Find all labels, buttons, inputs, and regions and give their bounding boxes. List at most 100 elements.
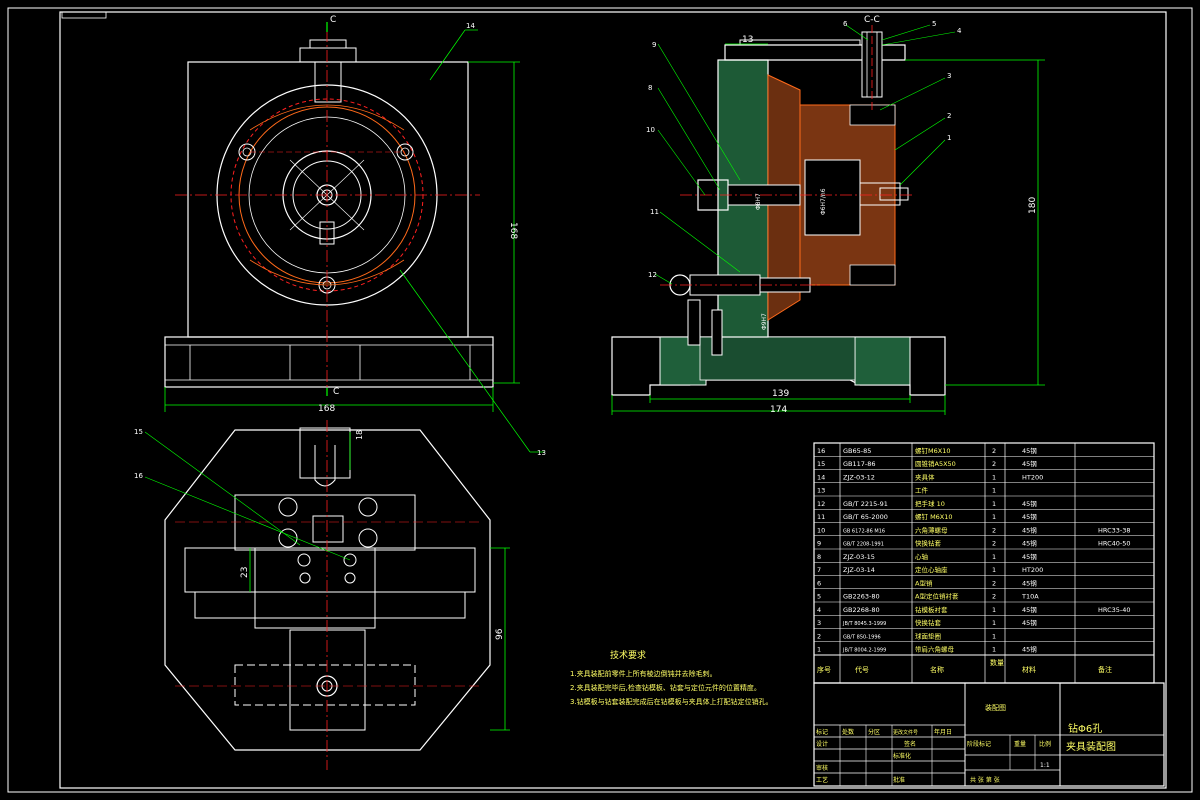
bom-cell-name: 螺钉 M6X10 (915, 512, 953, 521)
section-label: C-C (864, 15, 880, 25)
bom-cell-name: 心轴 (915, 552, 929, 561)
dim-top-small: 18 (355, 430, 364, 440)
approve-label: 批准 (893, 776, 905, 784)
bom-cell-material: 45钢 (1022, 606, 1037, 614)
sheet-label: 共 张 第 张 (970, 776, 1000, 784)
bom-cell-no: 6 (817, 579, 821, 587)
bom-cell-qty: 2 (992, 540, 996, 548)
tech-note-line-3: 3.钻模板与钻套装配完成后在钻模板与夹具体上打配钻定位销孔。 (570, 697, 773, 706)
dim-top-height: 96 (495, 628, 505, 640)
bom-cell-code: ZJZ-03-15 (843, 553, 875, 561)
dim-top-left: 23 (240, 567, 250, 578)
callout-side-4: 4 (957, 27, 962, 35)
weight-label: 重量 (1014, 740, 1026, 748)
dim-front-width: 168 (318, 404, 335, 414)
dim-side-dia-mid: Φ6H7/n6 (820, 188, 827, 215)
bom-cell-code: GB/T 2208-1991 (843, 542, 884, 548)
bom-cell-name: 钻模板衬套 (915, 605, 948, 614)
bom-header-name: 名称 (930, 665, 944, 674)
callout-side-11: 11 (650, 208, 659, 216)
bom-cell-code: GB 6172-86 M16 (843, 528, 885, 534)
bom-cell-no: 1 (817, 646, 821, 654)
bom-cell-qty: 2 (992, 526, 996, 534)
bom-cell-no: 7 (817, 566, 821, 574)
bom-cell-material: T10A (1021, 593, 1039, 601)
outer-frame (7, 7, 1193, 793)
bom-cell-material: 45钢 (1022, 513, 1037, 521)
callout-side-8: 8 (648, 84, 652, 92)
bom-cell-no: 16 (817, 447, 825, 455)
bom-cell-code: GB/T 2215-91 (843, 500, 888, 508)
dim-side-total-width: 174 (770, 405, 787, 415)
bom-cell-name: A型定位销衬套 (915, 592, 959, 601)
bom-cell-material: HT200 (1022, 473, 1043, 481)
corner-tag (61, 11, 107, 19)
bom-cell-name: 工件 (915, 486, 929, 495)
bom-cell-material: 45钢 (1022, 540, 1037, 548)
bom-cell-material: 45钢 (1022, 579, 1037, 587)
bom-cell-code: JB/T 8045.3-1999 (842, 621, 886, 627)
callout-side-2: 2 (947, 112, 951, 120)
bom-cell-qty: 2 (992, 447, 996, 455)
bom-cell-no: 10 (817, 526, 825, 534)
col-label-sign: 签名 (904, 740, 916, 748)
col-label-date: 年月日 (934, 728, 952, 736)
bom-cell-no: 12 (817, 500, 825, 508)
bom-cell-qty: 1 (992, 646, 996, 654)
bom-cell-no: 13 (817, 487, 825, 495)
bom-cell-qty: 1 (992, 619, 996, 627)
bom-cell-name: A型销 (915, 578, 933, 587)
dim-side-height: 180 (1028, 197, 1038, 214)
bom-cell-no: 9 (817, 540, 821, 548)
col-label-count: 处数 (842, 728, 854, 736)
bom-cell-qty: 1 (992, 606, 996, 614)
stage-label: 阶段标记 (967, 740, 991, 748)
bom-header-no: 序号 (817, 665, 831, 674)
side-view-section: C-C (611, 15, 1045, 415)
tech-note-line-1: 1.夹具装配前零件上所有棱边倒钝并去除毛刺。 (570, 669, 717, 678)
scale-value: 1:1 (1040, 762, 1050, 769)
bom-cell-qty: 1 (992, 487, 996, 495)
bom-cell-code: GB2263-80 (843, 593, 880, 601)
title-material-box: 装配图 (985, 703, 1006, 712)
tech-notes-title: 技术要求 (610, 649, 646, 661)
dim-side-dia-low: Φ9H7 (761, 313, 768, 330)
bom-cell-name: 球面垫圈 (915, 631, 941, 640)
bom-cell-qty: 1 (992, 513, 996, 521)
top-view: 18 96 23 15 16 (134, 420, 510, 770)
bom-cell-qty: 2 (992, 579, 996, 587)
bom-cell-name: 快换钻套 (915, 618, 942, 627)
bom-cell-name: 把手球 10 (915, 499, 945, 508)
row-label-design: 设计 (816, 740, 828, 748)
bom-cell-name: 圆锥销A5X50 (915, 459, 956, 468)
bom-header-material: 材料 (1022, 665, 1036, 674)
scale-label: 比例 (1039, 740, 1051, 748)
bom-cell-code: JB/T 8004.2-1999 (842, 648, 886, 654)
bom-cell-code: GB/T 65-2000 (843, 513, 888, 521)
bom-cell-material: 45钢 (1022, 460, 1037, 468)
bom-cell-qty: 1 (992, 473, 996, 481)
callout-side-12: 12 (648, 271, 657, 279)
drawing-title-line2: 夹具装配图 (1066, 740, 1116, 753)
title-block: 装配图 钻Φ6孔 夹具装配图 阶段标记 重量 比例 1:1 共 张 第 张 标记… (813, 682, 1165, 787)
cut-marker-top: C (330, 15, 336, 25)
bom-cell-code: ZJZ-03-12 (843, 473, 875, 481)
bom-cell-no: 3 (817, 619, 821, 627)
dim-front-height: 168 (508, 222, 518, 239)
bom-cell-name: 螺钉M6X10 (915, 446, 950, 455)
drawing-title-line1: 钻Φ6孔 (1068, 722, 1102, 735)
bom-cell-no: 4 (817, 606, 821, 614)
bom-cell-name: 六角薄螺母 (915, 525, 948, 534)
tech-notes: 技术要求 1.夹具装配前零件上所有棱边倒钝并去除毛刺。 2.夹具装配完毕后,检查… (570, 649, 773, 706)
bom-cell-qty: 1 (992, 500, 996, 508)
bom-cell-material: 45钢 (1022, 526, 1037, 534)
callout-top-15: 15 (134, 428, 143, 436)
bom-cell-note: HRC35-40 (1098, 606, 1131, 614)
callout-front-14: 14 (466, 22, 475, 30)
bom-cell-note: HRC40-50 (1098, 540, 1131, 548)
bom-cell-material: 45钢 (1022, 500, 1037, 508)
row-label-review: 审核 (816, 764, 828, 772)
